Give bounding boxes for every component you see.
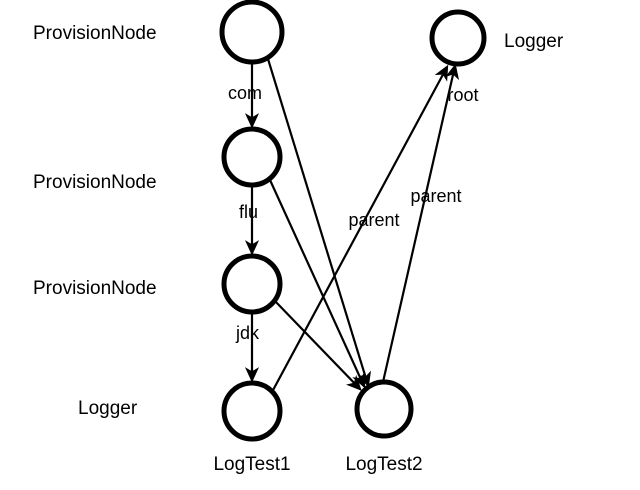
edge-label-com: com bbox=[228, 83, 262, 103]
edge-label-jdk: jdk bbox=[235, 323, 260, 343]
node-type-label-provision-node-3: ProvisionNode bbox=[33, 278, 157, 299]
edge-label-parent-logtest1: parent bbox=[348, 210, 399, 230]
edge-provision3-logtest2 bbox=[273, 299, 362, 391]
edge-provision1-logtest2 bbox=[266, 58, 371, 388]
node-provision-node-2[interactable] bbox=[221, 126, 283, 188]
edge-label-flu: flu bbox=[239, 202, 258, 222]
node-provision-node-3[interactable] bbox=[221, 253, 283, 315]
edge-logtest2-root bbox=[381, 63, 460, 383]
node-root-logger[interactable] bbox=[429, 9, 487, 67]
edge-provision2-logtest2 bbox=[268, 179, 366, 389]
edge-logtest1-root bbox=[271, 64, 449, 393]
node-type-label-root-logger: Logger bbox=[504, 31, 564, 52]
node-logtest2[interactable] bbox=[354, 379, 414, 439]
node-name-label-logtest1: LogTest1 bbox=[213, 454, 290, 475]
edge-label-parent-logtest2: parent bbox=[410, 186, 461, 206]
node-type-label-logtest1-logger: Logger bbox=[78, 398, 138, 419]
node-type-label-provision-node-2: ProvisionNode bbox=[33, 172, 157, 193]
node-name-label-logtest2: LogTest2 bbox=[345, 454, 422, 475]
node-provision-node-1[interactable] bbox=[219, 0, 285, 65]
edge-label-root: root bbox=[447, 85, 478, 105]
node-type-label-provision-node-1: ProvisionNode bbox=[33, 23, 157, 44]
node-logtest1[interactable] bbox=[221, 380, 283, 442]
